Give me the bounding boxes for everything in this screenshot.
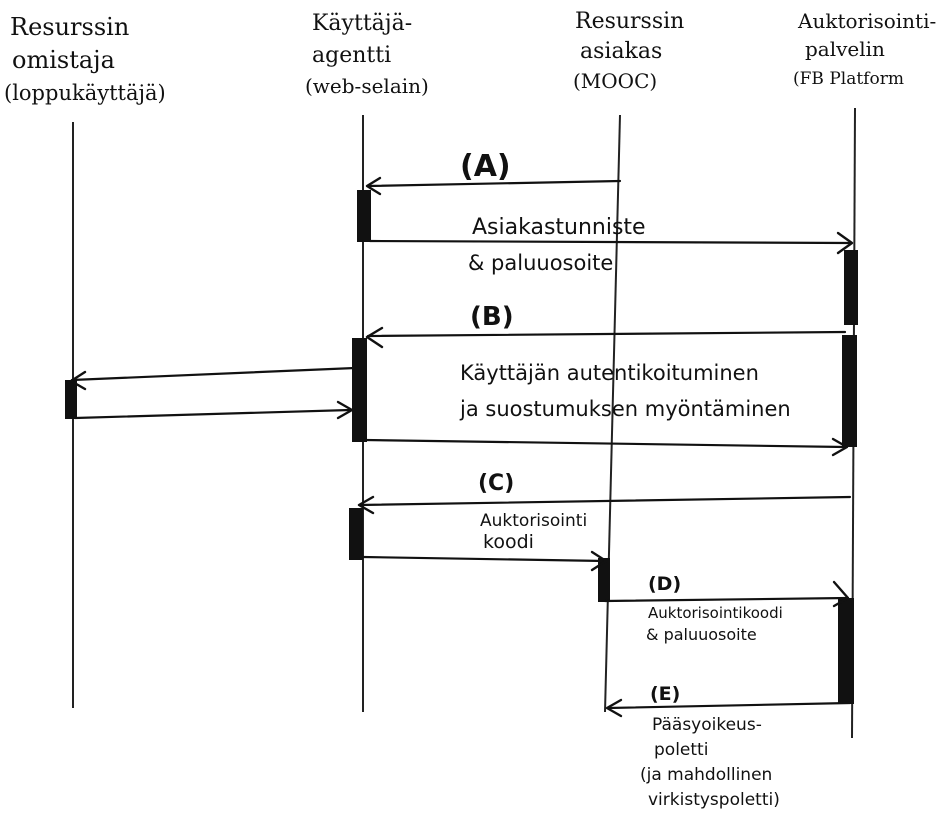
message-client-id bbox=[368, 231, 854, 255]
message-label-auth-code-line2: koodi bbox=[483, 531, 534, 553]
message-label-auth-code: Auktorisointi bbox=[480, 511, 587, 531]
participant-title: palvelin bbox=[805, 37, 885, 61]
activation-bar-user-agent-c bbox=[349, 508, 363, 560]
message-label-access-token-line4: virkistyspoletti) bbox=[648, 790, 780, 810]
participant-title: Resurssin bbox=[575, 9, 684, 34]
message-label-client-id: Asiakastunniste bbox=[472, 215, 646, 240]
participant-title: Käyttäjä- bbox=[312, 11, 412, 36]
activation-bar-client-c bbox=[598, 558, 610, 602]
step-label-d: (D) bbox=[648, 573, 681, 595]
message-label-access-token-line3: (ja mahdollinen bbox=[640, 765, 772, 785]
participant-header-resource-client: Resurssin asiakas (MOOC) bbox=[573, 9, 684, 93]
participant-title: Auktorisointi- bbox=[797, 9, 936, 33]
step-label-b: (B) bbox=[470, 302, 514, 332]
message-consent bbox=[363, 437, 849, 457]
message-auth-code bbox=[361, 550, 608, 572]
message-label-code-redirect-line2: & paluuosoite bbox=[646, 625, 757, 644]
message-e-access-token bbox=[605, 698, 852, 718]
participant-subtitle: (FB Platform bbox=[793, 69, 904, 89]
message-from-owner bbox=[73, 400, 354, 420]
participant-header-resource-owner: Resurssin omistaja (loppukäyttäjä) bbox=[4, 13, 166, 105]
message-d-code-exchange bbox=[603, 580, 850, 608]
participant-subtitle: (loppukäyttäjä) bbox=[4, 81, 166, 105]
message-to-owner bbox=[69, 366, 357, 391]
participant-title: omistaja bbox=[12, 46, 115, 74]
participant-header-authorization-server: Auktorisointi- palvelin (FB Platform bbox=[793, 9, 936, 89]
activation-bar-user-agent-a bbox=[357, 190, 371, 242]
lifeline-resource-client bbox=[604, 114, 621, 713]
activation-bar-resource-owner bbox=[65, 380, 77, 419]
message-label-access-token-line2: poletti bbox=[654, 740, 708, 760]
step-label-a: (A) bbox=[460, 149, 511, 184]
message-label-client-id-line2: & paluuosoite bbox=[468, 251, 613, 275]
message-label-user-auth-line2: ja suostumuksen myöntäminen bbox=[459, 397, 791, 421]
participant-title: agentti bbox=[312, 43, 391, 68]
participant-subtitle: (MOOC) bbox=[573, 69, 657, 93]
activation-bar-user-agent-b bbox=[352, 338, 367, 442]
participant-title: asiakas bbox=[580, 39, 662, 64]
message-b-request bbox=[365, 326, 847, 349]
message-a-redirect bbox=[365, 176, 622, 196]
message-label-access-token: Pääsyoikeus- bbox=[652, 715, 762, 735]
participant-title: Resurssin bbox=[10, 13, 129, 41]
activation-bar-auth-server-d bbox=[838, 598, 854, 704]
activation-bar-auth-server-a bbox=[844, 250, 858, 325]
step-label-e: (E) bbox=[650, 683, 680, 705]
message-label-code-redirect: Auktorisointikoodi bbox=[648, 604, 783, 622]
message-label-user-auth: Käyttäjän autentikoituminen bbox=[460, 361, 759, 385]
participant-header-user-agent: Käyttäjä- agentti (web-selain) bbox=[305, 11, 429, 98]
participant-subtitle: (web-selain) bbox=[305, 74, 429, 98]
activation-bar-auth-server-b bbox=[842, 335, 857, 447]
step-label-c: (C) bbox=[478, 471, 514, 496]
message-c-redirect bbox=[357, 495, 852, 515]
